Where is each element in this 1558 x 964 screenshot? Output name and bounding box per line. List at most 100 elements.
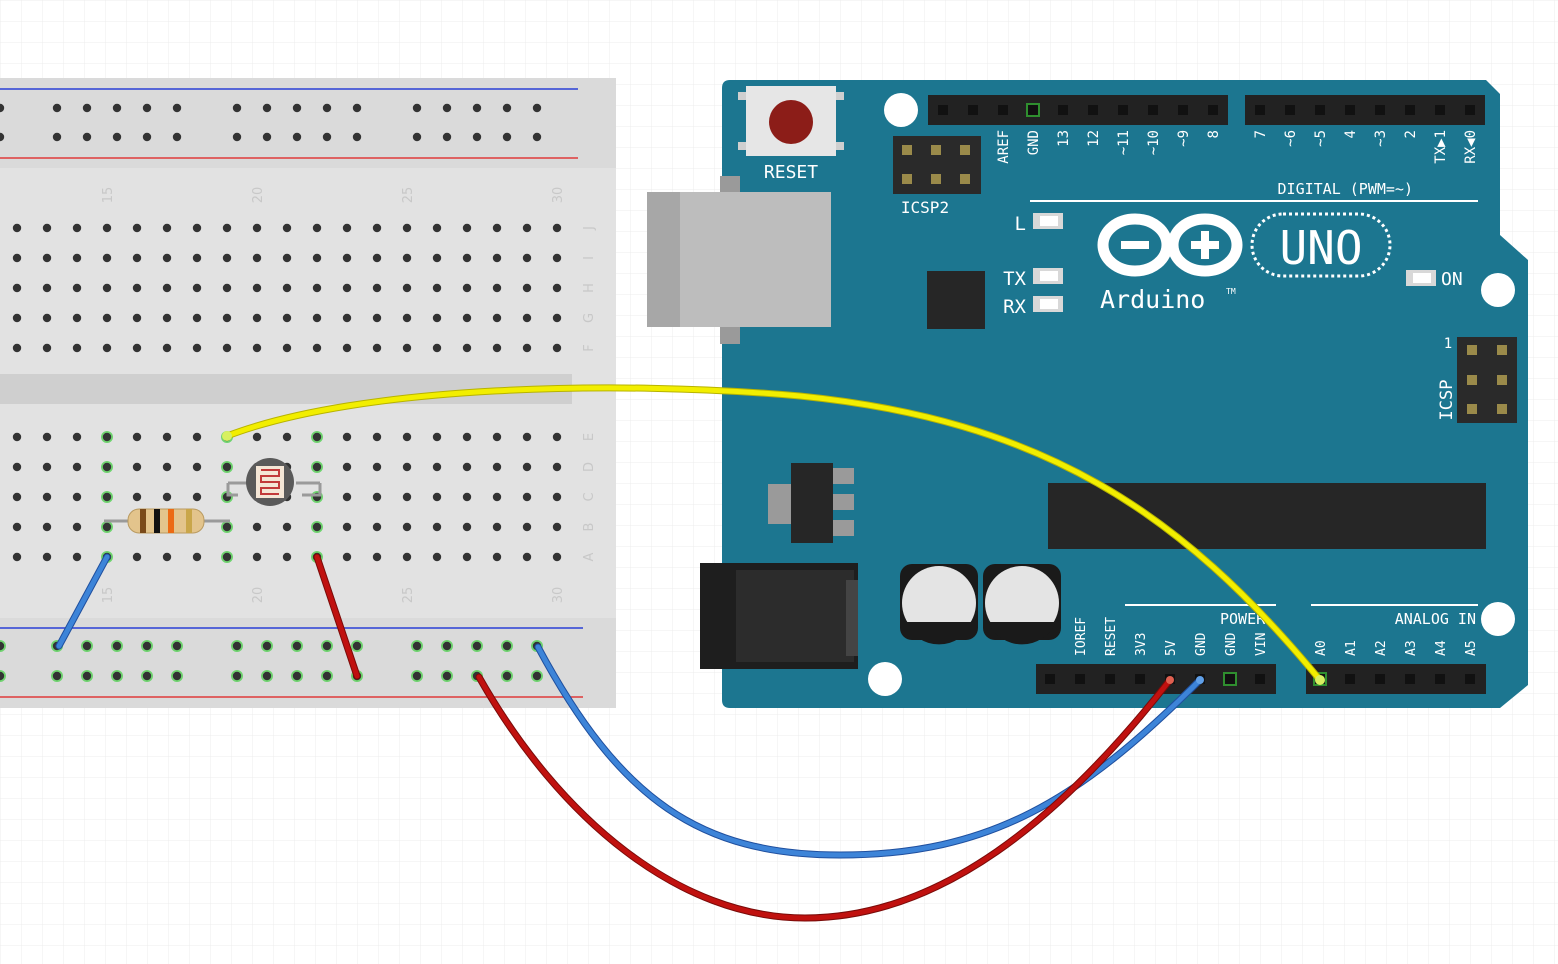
breadboard-hole[interactable] (132, 343, 142, 353)
breadboard-hole[interactable] (492, 522, 502, 532)
rail-hole[interactable] (52, 103, 62, 113)
breadboard-hole[interactable] (342, 283, 352, 293)
breadboard-hole[interactable] (552, 343, 562, 353)
breadboard-hole[interactable] (432, 492, 442, 502)
rail-hole[interactable] (172, 132, 182, 142)
breadboard-hole[interactable] (462, 343, 472, 353)
breadboard-hole[interactable] (72, 283, 82, 293)
header-pin[interactable] (1088, 105, 1098, 115)
breadboard-hole[interactable] (192, 462, 202, 472)
rail-hole[interactable] (172, 103, 182, 113)
rail-hole[interactable] (0, 641, 5, 651)
breadboard-hole[interactable] (252, 522, 262, 532)
rail-hole[interactable] (82, 641, 92, 651)
breadboard-hole[interactable] (192, 313, 202, 323)
breadboard-hole[interactable] (72, 343, 82, 353)
header-pin[interactable] (968, 105, 978, 115)
breadboard-hole[interactable] (312, 432, 322, 442)
breadboard-hole[interactable] (312, 223, 322, 233)
header-pin[interactable] (1405, 674, 1415, 684)
breadboard-hole[interactable] (102, 343, 112, 353)
breadboard-hole[interactable] (252, 432, 262, 442)
rail-hole[interactable] (172, 671, 182, 681)
rail-hole[interactable] (322, 671, 332, 681)
breadboard-hole[interactable] (552, 283, 562, 293)
rail-hole[interactable] (442, 132, 452, 142)
breadboard-hole[interactable] (192, 223, 202, 233)
breadboard-hole[interactable] (132, 313, 142, 323)
rail-hole[interactable] (52, 132, 62, 142)
rail-hole[interactable] (322, 103, 332, 113)
breadboard-hole[interactable] (132, 432, 142, 442)
rail-hole[interactable] (532, 132, 542, 142)
breadboard-hole[interactable] (42, 462, 52, 472)
header-pin[interactable] (1045, 674, 1055, 684)
breadboard-hole[interactable] (522, 313, 532, 323)
breadboard-hole[interactable] (462, 432, 472, 442)
breadboard-hole[interactable] (192, 283, 202, 293)
breadboard-hole[interactable] (72, 462, 82, 472)
breadboard-hole[interactable] (222, 343, 232, 353)
breadboard-hole[interactable] (162, 283, 172, 293)
breadboard-hole[interactable] (552, 492, 562, 502)
breadboard-hole[interactable] (282, 283, 292, 293)
breadboard-hole[interactable] (462, 522, 472, 532)
header-pin[interactable] (1135, 674, 1145, 684)
breadboard-hole[interactable] (432, 432, 442, 442)
rail-hole[interactable] (352, 132, 362, 142)
breadboard-hole[interactable] (552, 462, 562, 472)
rail-hole[interactable] (142, 671, 152, 681)
header-pin[interactable] (1285, 105, 1295, 115)
rail-hole[interactable] (262, 103, 272, 113)
header-pin[interactable] (1375, 105, 1385, 115)
breadboard-hole[interactable] (222, 253, 232, 263)
breadboard-hole[interactable] (492, 552, 502, 562)
rail-hole[interactable] (502, 641, 512, 651)
rail-hole[interactable] (262, 671, 272, 681)
breadboard-hole[interactable] (552, 552, 562, 562)
breadboard-hole[interactable] (462, 283, 472, 293)
breadboard-hole[interactable] (252, 283, 262, 293)
breadboard-hole[interactable] (162, 343, 172, 353)
breadboard-hole[interactable] (12, 223, 22, 233)
breadboard-hole[interactable] (522, 492, 532, 502)
breadboard-hole[interactable] (132, 552, 142, 562)
breadboard-hole[interactable] (252, 552, 262, 562)
breadboard-hole[interactable] (102, 223, 112, 233)
breadboard-hole[interactable] (42, 283, 52, 293)
breadboard-hole[interactable] (552, 253, 562, 263)
breadboard-hole[interactable] (132, 462, 142, 472)
rail-hole[interactable] (112, 671, 122, 681)
breadboard-hole[interactable] (282, 522, 292, 532)
rail-hole[interactable] (142, 641, 152, 651)
breadboard-hole[interactable] (72, 253, 82, 263)
rail-hole[interactable] (262, 641, 272, 651)
breadboard-hole[interactable] (282, 223, 292, 233)
rail-hole[interactable] (112, 132, 122, 142)
rail-hole[interactable] (292, 132, 302, 142)
breadboard-hole[interactable] (552, 223, 562, 233)
breadboard-hole[interactable] (312, 313, 322, 323)
breadboard-hole[interactable] (522, 552, 532, 562)
breadboard-hole[interactable] (252, 253, 262, 263)
breadboard-hole[interactable] (72, 313, 82, 323)
breadboard-hole[interactable] (372, 462, 382, 472)
rail-hole[interactable] (82, 132, 92, 142)
rail-hole[interactable] (322, 132, 332, 142)
breadboard-hole[interactable] (42, 432, 52, 442)
rail-hole[interactable] (0, 671, 5, 681)
breadboard-hole[interactable] (162, 492, 172, 502)
breadboard-hole[interactable] (102, 432, 112, 442)
breadboard-hole[interactable] (552, 313, 562, 323)
breadboard-hole[interactable] (432, 552, 442, 562)
rail-hole[interactable] (532, 103, 542, 113)
rail-hole[interactable] (112, 641, 122, 651)
breadboard-hole[interactable] (342, 522, 352, 532)
breadboard-hole[interactable] (12, 462, 22, 472)
header-pin[interactable] (938, 105, 948, 115)
breadboard-hole[interactable] (402, 283, 412, 293)
breadboard-hole[interactable] (522, 283, 532, 293)
rail-hole[interactable] (472, 103, 482, 113)
breadboard-hole[interactable] (222, 522, 232, 532)
header-pin[interactable] (1345, 105, 1355, 115)
